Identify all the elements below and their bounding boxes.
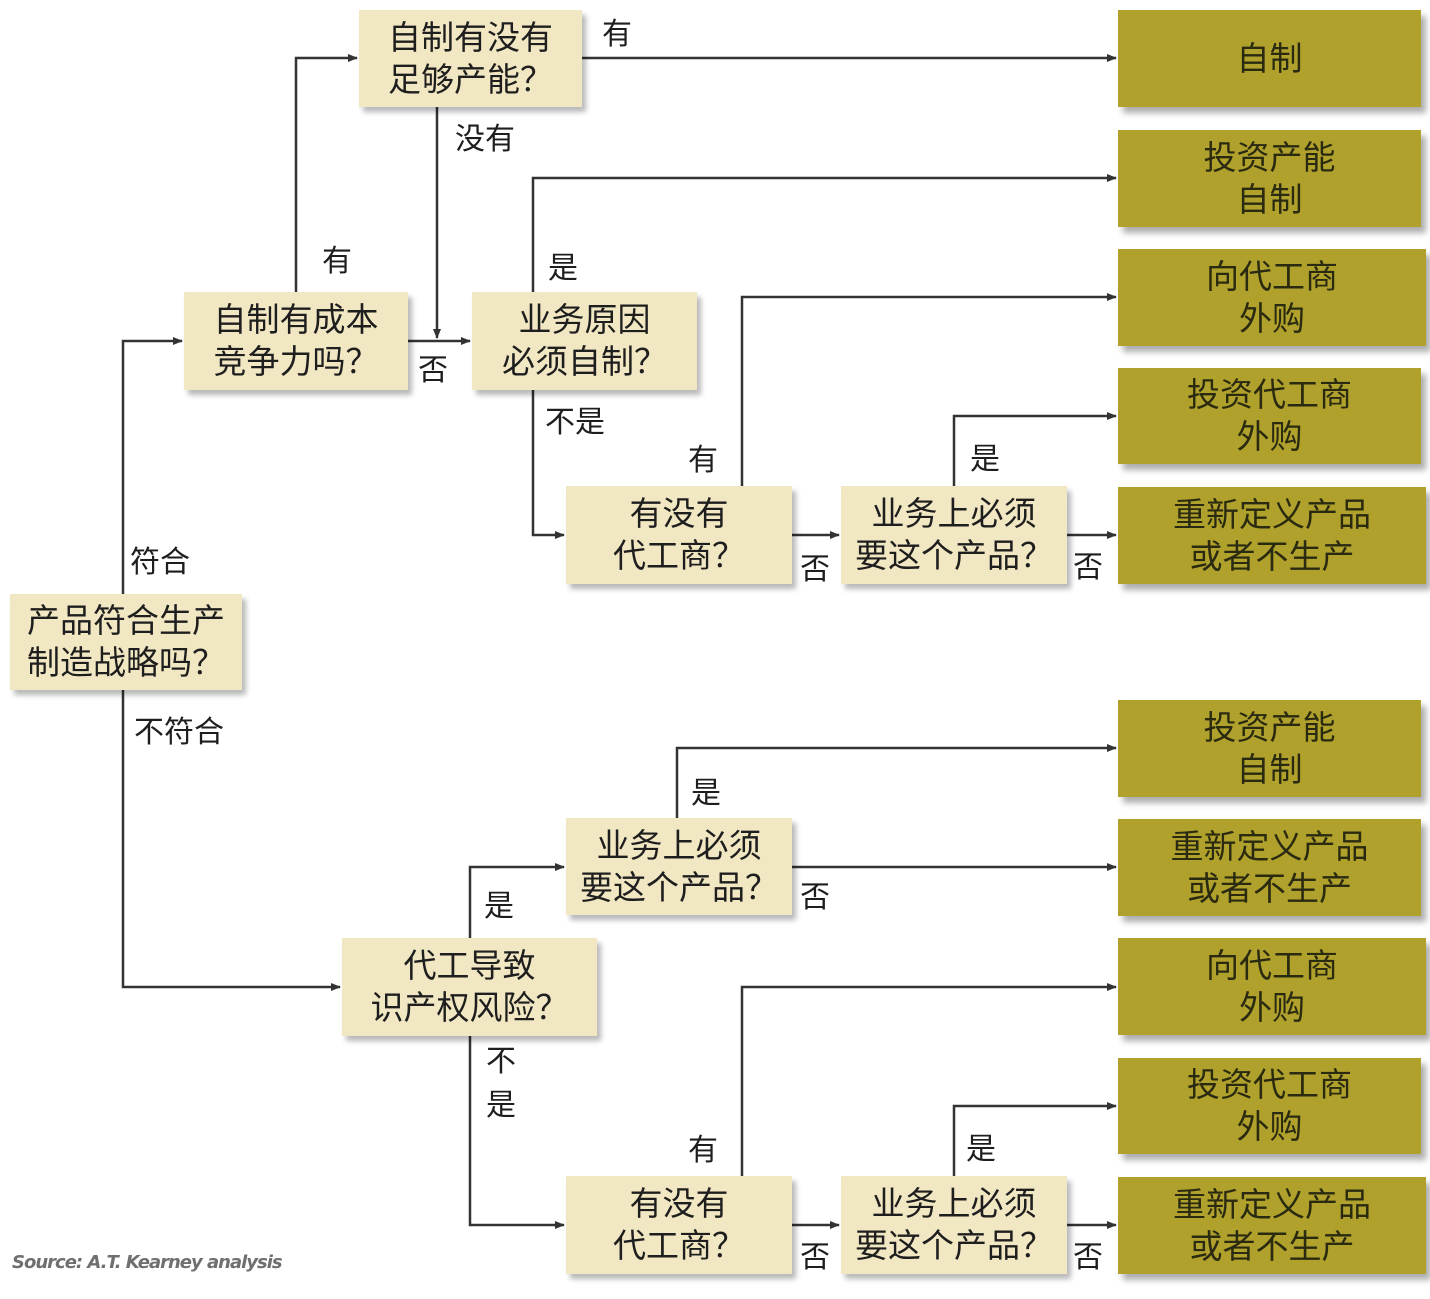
need-bottom-line-1: 业务上必须 bbox=[871, 1184, 1037, 1223]
oem-top-question-box: 有没有 代工商？ bbox=[566, 486, 792, 584]
outcome-2-line-1: 投资产能 bbox=[1203, 137, 1336, 177]
need-mid-question-box: 业务上必须 要这个产品？ bbox=[566, 818, 792, 915]
edge-need-bottom-yes bbox=[952, 1102, 1117, 1176]
oem-bottom-line-2: 代工商？ bbox=[613, 1226, 745, 1265]
cost-line-2: 竞争力吗？ bbox=[213, 342, 379, 381]
outcome-invest-oem-lower: 投资代工商 外购 bbox=[1118, 1058, 1421, 1154]
edge-ip-no bbox=[468, 1036, 565, 1229]
label-not-fit: 不符合 bbox=[134, 715, 224, 750]
edge-strategy-fit bbox=[121, 337, 183, 594]
oem-top-line-2: 代工商？ bbox=[613, 536, 745, 575]
oem-bottom-question-box: 有没有 代工商？ bbox=[566, 1176, 792, 1274]
label-capacity-yes: 有 bbox=[602, 17, 632, 52]
label-oem-top-yes: 有 bbox=[688, 443, 718, 478]
label-reason-no: 不是 bbox=[545, 405, 605, 440]
need-bottom-question-box: 业务上必须 要这个产品？ bbox=[841, 1176, 1067, 1274]
outcome-4-line-1: 投资代工商 bbox=[1187, 375, 1352, 414]
outcome-7-line-2: 或者不生产 bbox=[1187, 868, 1352, 908]
outcome-3-line-1: 向代工商 bbox=[1206, 256, 1338, 296]
label-oem-bottom-no: 否 bbox=[800, 1240, 830, 1275]
label-fit: 符合 bbox=[130, 545, 190, 580]
label-oem-bottom-yes: 有 bbox=[688, 1133, 718, 1168]
outcome-redefine-product-lower: 重新定义产品 或者不生产 bbox=[1118, 819, 1421, 916]
oem-bottom-line-1: 有没有 bbox=[629, 1184, 729, 1223]
strategy-line-1: 产品符合生产 bbox=[27, 601, 225, 640]
outcome-buy-from-oem: 向代工商 外购 bbox=[1118, 249, 1426, 346]
outcome-1-line-1: 自制 bbox=[1236, 38, 1303, 78]
outcome-8-line-2: 外购 bbox=[1239, 987, 1305, 1027]
need-mid-line-2: 要这个产品？ bbox=[580, 867, 778, 907]
edge-strategy-not-fit bbox=[121, 690, 341, 991]
edge-reason-no bbox=[531, 390, 565, 539]
label-need-mid-yes: 是 bbox=[691, 776, 721, 811]
oem-top-line-1: 有没有 bbox=[629, 494, 729, 533]
cost-question-box: 自制有成本 竞争力吗？ bbox=[184, 292, 408, 390]
label-oem-top-no: 否 bbox=[800, 552, 830, 587]
outcome-invest-oem: 投资代工商 外购 bbox=[1118, 368, 1421, 464]
ip-risk-question-box: 代工导致 识产权风险？ bbox=[342, 938, 597, 1036]
source-note: Source: A.T. Kearney analysis bbox=[12, 1252, 283, 1273]
label-reason-yes: 是 bbox=[548, 251, 578, 286]
ip-risk-line-2: 识产权风险？ bbox=[370, 988, 569, 1027]
outcome-invest-capacity-lower: 投资产能 自制 bbox=[1118, 700, 1421, 797]
ip-risk-line-1: 代工导致 bbox=[403, 946, 536, 985]
need-top-line-1: 业务上必须 bbox=[871, 494, 1037, 533]
business-reason-question-box: 业务原因 必须自制？ bbox=[472, 292, 697, 390]
business-reason-line-1: 业务原因 bbox=[518, 300, 651, 339]
edge-oem-bottom-yes bbox=[740, 983, 1117, 1176]
edge-cost-yes bbox=[294, 54, 358, 292]
label-ip-yes: 是 bbox=[484, 889, 514, 924]
label-ip-no: 不是 bbox=[486, 1044, 516, 1123]
outcome-3-line-2: 外购 bbox=[1239, 298, 1305, 338]
need-top-line-2: 要这个产品？ bbox=[855, 536, 1053, 575]
edge-ip-yes bbox=[468, 863, 565, 938]
outcome-redefine-product: 重新定义产品 或者不生产 bbox=[1118, 487, 1426, 584]
need-top-question-box: 业务上必须 要这个产品？ bbox=[841, 486, 1067, 584]
label-need-top-yes: 是 bbox=[970, 442, 1000, 477]
outcome-make-in-house: 自制 bbox=[1118, 10, 1421, 107]
outcome-9-line-2: 外购 bbox=[1236, 1107, 1303, 1146]
outcome-redefine-product-bottom: 重新定义产品 或者不生产 bbox=[1118, 1177, 1426, 1274]
outcome-5-line-1: 重新定义产品 bbox=[1173, 494, 1371, 534]
label-need-bottom-yes: 是 bbox=[966, 1132, 996, 1167]
outcome-7-line-1: 重新定义产品 bbox=[1170, 826, 1369, 866]
strategy-line-2: 制造战略吗？ bbox=[27, 643, 225, 682]
label-need-mid-no: 否 bbox=[800, 880, 830, 915]
outcome-invest-capacity: 投资产能 自制 bbox=[1118, 130, 1421, 227]
capacity-line-1: 自制有没有 bbox=[388, 17, 553, 57]
outcome-6-line-2: 自制 bbox=[1236, 749, 1303, 789]
label-need-top-no: 否 bbox=[1073, 550, 1103, 585]
outcome-buy-from-oem-lower: 向代工商 外购 bbox=[1118, 938, 1426, 1035]
capacity-question-box: 自制有没有 足够产能？ bbox=[359, 10, 582, 107]
label-cost-no: 否 bbox=[418, 353, 448, 388]
outcome-10-line-1: 重新定义产品 bbox=[1173, 1184, 1371, 1224]
outcome-10-line-2: 或者不生产 bbox=[1189, 1226, 1355, 1266]
cost-line-1: 自制有成本 bbox=[213, 300, 379, 339]
edge-need-top-yes bbox=[952, 412, 1117, 486]
outcome-6-line-1: 投资产能 bbox=[1203, 707, 1336, 747]
business-reason-line-2: 必须自制？ bbox=[502, 342, 667, 381]
label-capacity-no: 没有 bbox=[455, 122, 515, 157]
outcome-2-line-2: 自制 bbox=[1236, 179, 1303, 219]
outcome-8-line-1: 向代工商 bbox=[1206, 945, 1338, 985]
outcome-4-line-2: 外购 bbox=[1236, 417, 1303, 456]
need-mid-line-1: 业务上必须 bbox=[596, 825, 762, 865]
label-need-bottom-no: 否 bbox=[1073, 1240, 1103, 1275]
strategy-question-box: 产品符合生产 制造战略吗？ bbox=[10, 594, 242, 690]
outcome-5-line-2: 或者不生产 bbox=[1189, 536, 1355, 576]
label-cost-yes: 有 bbox=[322, 244, 352, 279]
edge-oem-top-yes bbox=[740, 293, 1117, 486]
edge-reason-yes bbox=[531, 174, 1117, 292]
edge-need-mid-yes bbox=[675, 744, 1117, 818]
outcome-9-line-1: 投资代工商 bbox=[1187, 1065, 1352, 1104]
capacity-line-2: 足够产能？ bbox=[388, 59, 553, 99]
need-bottom-line-2: 要这个产品？ bbox=[855, 1226, 1053, 1265]
